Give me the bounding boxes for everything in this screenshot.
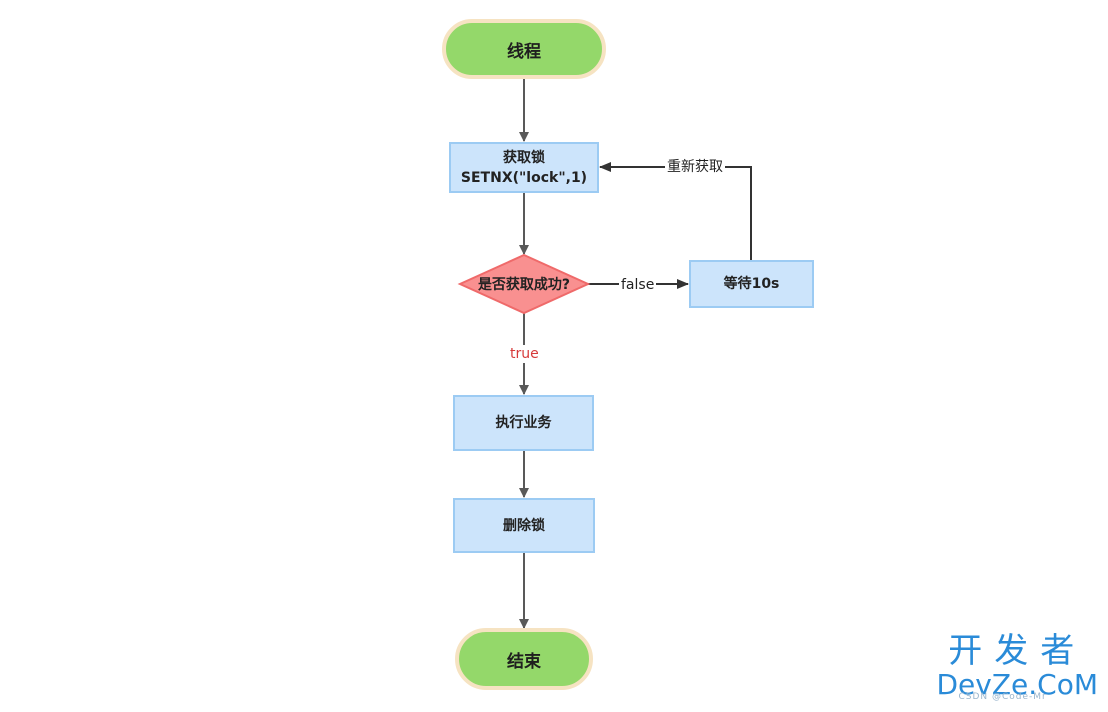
delete-lock-node[interactable]: 删除锁 (453, 498, 595, 553)
decision-label: 是否获取成功? (477, 277, 571, 293)
watermark-chinese: 开发者 (948, 631, 1087, 671)
acquire-lock-label: 获取锁 (503, 149, 545, 166)
edge-wait-to-acquire (599, 162, 752, 260)
watermark-sub: CSDN @Code-Mr (958, 692, 1047, 702)
execute-business-node[interactable]: 执行业务 (453, 395, 594, 451)
execute-business-label: 执行业务 (495, 415, 552, 431)
wait-node[interactable]: 等待10s (689, 260, 814, 308)
end-node-label: 结束 (507, 651, 541, 672)
acquire-lock-command: SETNX("lock",1) (460, 169, 588, 186)
false-edge-label: false (619, 276, 657, 294)
watermark-english-wrap: DevZe.CoM CSDN @Code-Mr (936, 668, 1098, 703)
acquire-lock-node[interactable]: 获取锁 SETNX("lock",1) (449, 142, 599, 193)
start-node-label: 线程 (507, 41, 541, 62)
retry-edge-label: 重新获取 (665, 158, 725, 176)
start-node[interactable]: 线程 (442, 19, 606, 79)
watermark: 开发者 DevZe.CoM CSDN @Code-Mr (936, 631, 1098, 703)
true-edge-label: true (508, 345, 541, 363)
decision-diamond[interactable] (457, 253, 591, 315)
end-node[interactable]: 结束 (455, 628, 593, 690)
wait-label: 等待10s (723, 276, 780, 292)
watermark-english: DevZe.CoM (936, 668, 1098, 701)
delete-lock-label: 删除锁 (503, 517, 545, 534)
